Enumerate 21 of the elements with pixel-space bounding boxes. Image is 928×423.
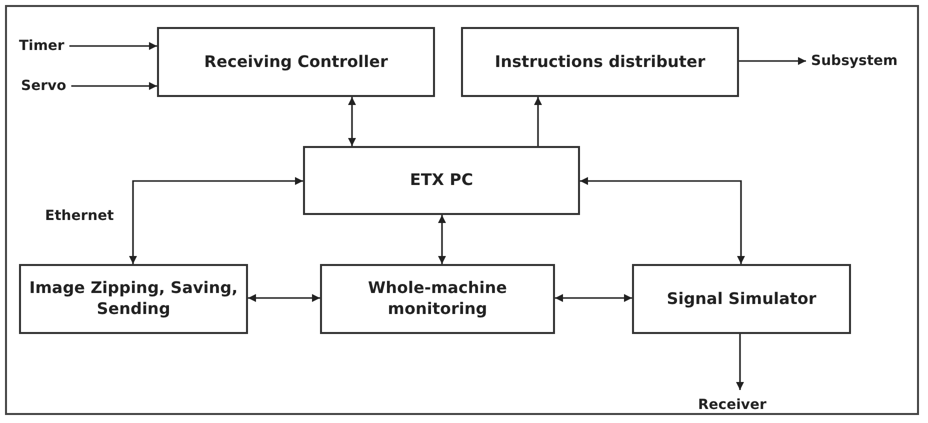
- signal-label: Receiver: [697, 396, 768, 414]
- arrow: [736, 334, 744, 390]
- signal-label: Timer: [18, 37, 66, 55]
- arrow: [69, 42, 157, 50]
- process-box: Signal Simulator: [632, 264, 851, 334]
- arrow: [129, 177, 303, 264]
- arrow: [71, 82, 157, 90]
- arrow: [438, 215, 446, 264]
- arrow: [534, 97, 542, 146]
- signal-label: Servo: [20, 77, 68, 95]
- arrow: [739, 57, 806, 65]
- process-box: Receiving Controller: [157, 27, 435, 97]
- arrow: [580, 177, 745, 264]
- process-box: Image Zipping, Saving, Sending: [19, 264, 248, 334]
- arrow: [248, 294, 320, 302]
- process-box: Whole-machine monitoring: [320, 264, 555, 334]
- arrow: [348, 97, 356, 146]
- arrow: [555, 294, 632, 302]
- process-box: ETX PC: [303, 146, 580, 215]
- process-box: Instructions distributer: [461, 27, 739, 97]
- signal-label: Subsystem: [810, 52, 899, 70]
